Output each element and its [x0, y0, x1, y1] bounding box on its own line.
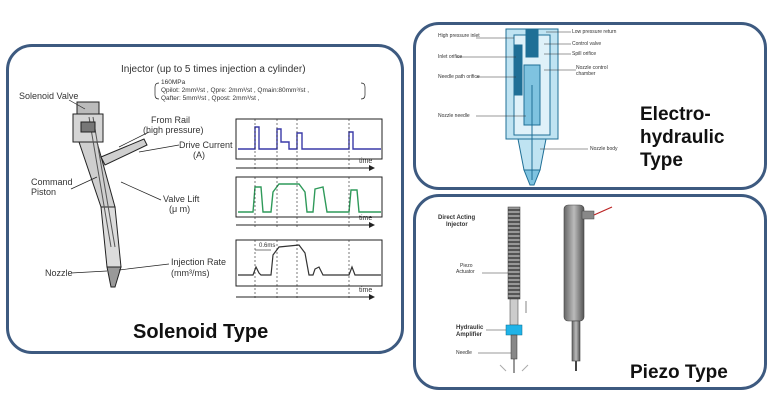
label-drive-current-unit: (A)	[193, 150, 205, 160]
label-nozzle-body: Nozzle body	[590, 146, 618, 152]
label-piezo-2: Actuator	[456, 269, 475, 275]
label-piezo-1: Piezo	[460, 263, 473, 269]
label-valve-lift-unit: (μ m)	[169, 204, 191, 214]
label-injection-rate: Injection Rate	[171, 257, 227, 267]
spec-line-1: Qpilot: 2mm³/st , Qpre: 2mm³/st , Qmain:…	[161, 87, 310, 94]
piezo-type-panel: Direct Acting Injector Piezo Actuator Hy…	[413, 194, 767, 390]
label-nozzle-needle: Nozzle needle	[438, 113, 470, 119]
label-drive-current: Drive Current	[179, 140, 233, 150]
label-low-pressure-return: Low pressure return	[572, 29, 617, 35]
label-command: Command	[31, 177, 73, 187]
piezo-type-title: Piezo Type	[630, 362, 728, 383]
label-hydraulic-2: Amplifier	[456, 332, 483, 338]
solenoid-type-title: Solenoid Type	[133, 321, 269, 343]
label-hydraulic-1: Hydraulic	[456, 325, 484, 331]
piezo-injector-diagram	[478, 204, 613, 373]
label-needle: Needle	[456, 350, 472, 356]
label-from-rail: From Rail	[151, 115, 191, 125]
spec-line-2: Qafter: 5mm³/st , Qpost: 2mm³/st ,	[161, 95, 260, 102]
label-dt: 0.6ms	[259, 243, 276, 249]
electro-hydraulic-injector-diagram	[456, 28, 588, 186]
label-solenoid-valve: Solenoid Valve	[19, 91, 79, 101]
solenoid-type-panel: Injector (up to 5 times injection a cyli…	[6, 44, 404, 354]
valve-lift-chart	[235, 176, 383, 228]
spec-pressure: 160MPa	[161, 79, 186, 86]
label-nozzle: Nozzle	[45, 268, 73, 278]
label-high-pressure: (high pressure)	[143, 125, 204, 135]
label-valve-lift: Valve Lift	[163, 194, 200, 204]
label-piston: Piston	[31, 187, 57, 197]
label-control-valve: Control valve	[572, 41, 602, 47]
injection-rate-chart	[235, 239, 383, 300]
electro-hydraulic-type-panel: High pressure inlet Low pressure return …	[413, 22, 767, 190]
label-direct-acting-1: Direct Acting	[438, 215, 476, 221]
solenoid-heading: Injector (up to 5 times injection a cyli…	[121, 64, 306, 75]
electro-title-line-1: Electro-	[640, 104, 711, 125]
time-label-3: time	[359, 287, 373, 294]
label-injection-rate-unit: (mm³/ms)	[171, 268, 210, 278]
time-label-2: time	[359, 215, 373, 222]
electro-hydraulic-title: Electro- hydraulic Type	[640, 103, 724, 172]
time-label-1: time	[359, 158, 373, 165]
label-spill-orifice: Spill orifice	[572, 51, 597, 57]
label-direct-acting-2: Injector	[446, 222, 468, 228]
drive-current-chart	[235, 118, 383, 171]
label-inlet-orifice: Inlet orifice	[438, 54, 463, 60]
solenoid-injector-diagram	[68, 82, 383, 300]
label-needle-path-orifice: Needle path orifice	[438, 74, 480, 80]
electro-title-line-3: Type	[640, 150, 683, 171]
electro-title-line-2: hydraulic	[640, 127, 725, 148]
label-nozzle-control-chamber: Nozzle control chamber	[576, 65, 608, 77]
label-high-pressure-inlet: High pressure inlet	[438, 33, 480, 39]
